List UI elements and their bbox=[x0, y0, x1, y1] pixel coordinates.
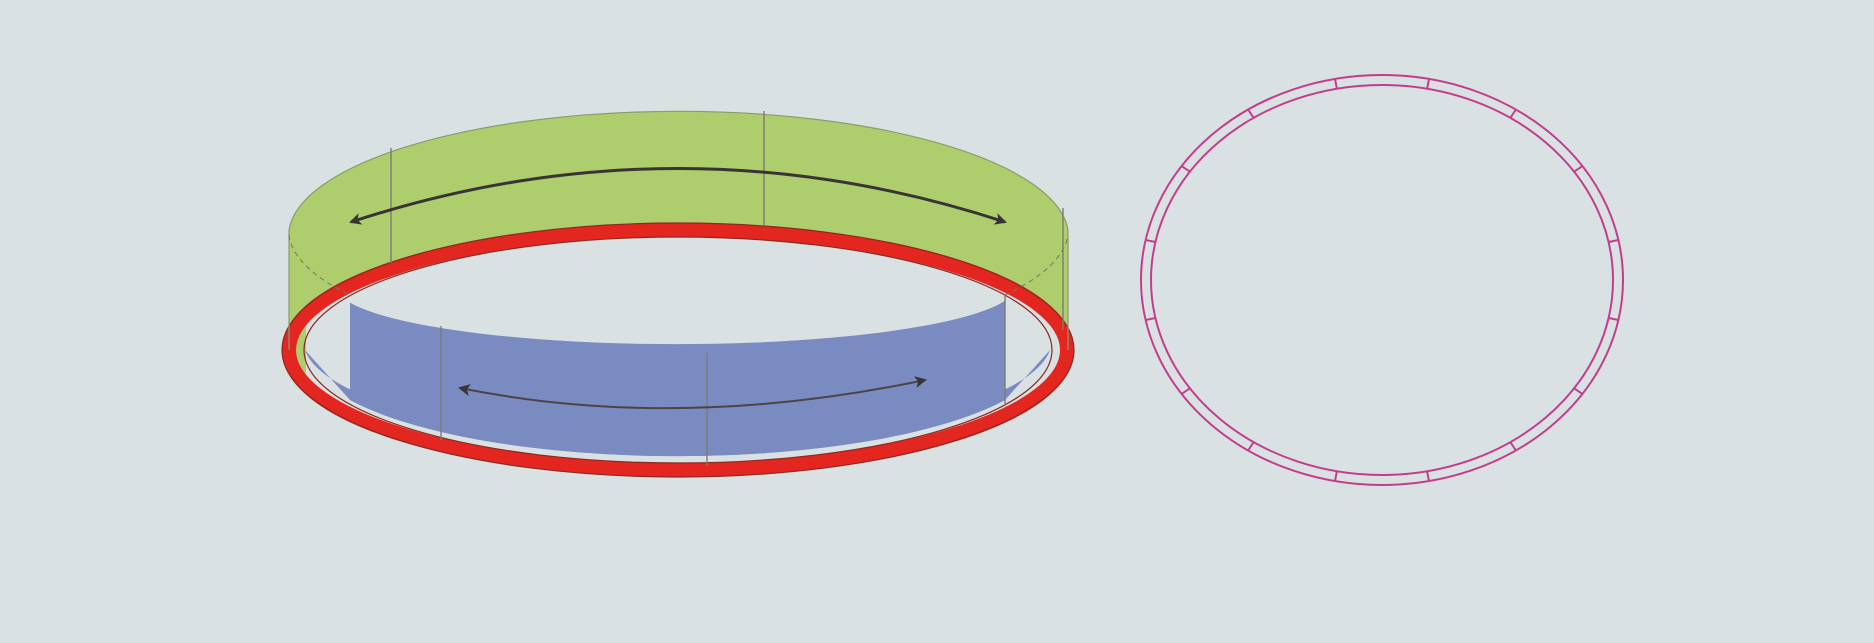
segmented-ring-inner bbox=[1150, 84, 1614, 476]
segment-divider bbox=[1334, 78, 1338, 89]
hollow-interior bbox=[340, 239, 1012, 345]
outer-circulation-arrow bbox=[349, 167, 1007, 225]
inner-circulation-arrow bbox=[458, 376, 927, 410]
segment-divider bbox=[1426, 471, 1430, 482]
segmented-ring-dividers bbox=[1145, 78, 1619, 482]
segment-divider bbox=[1145, 317, 1156, 321]
segment-divider bbox=[1608, 239, 1619, 243]
segment-divider bbox=[1509, 108, 1517, 119]
segment-divider bbox=[1334, 471, 1338, 482]
segment-divider bbox=[1608, 317, 1619, 321]
band-outline bbox=[288, 110, 1069, 350]
band-figure bbox=[281, 110, 1075, 478]
segment-divider bbox=[1145, 239, 1156, 243]
inner-surface-lower bbox=[305, 350, 1050, 457]
segment-divider bbox=[1181, 165, 1191, 173]
segmented-ring bbox=[1140, 74, 1624, 486]
segmented-ring-outer bbox=[1140, 74, 1624, 486]
segment-divider bbox=[1426, 78, 1430, 89]
segment-divider bbox=[1247, 108, 1255, 119]
segment-divider bbox=[1509, 441, 1517, 452]
segment-divider bbox=[1247, 441, 1255, 452]
segment-divider bbox=[1573, 387, 1583, 395]
seam-lines bbox=[390, 111, 1064, 466]
hidden-edge bbox=[288, 234, 1069, 296]
rim-edge-inner-outline bbox=[303, 236, 1053, 464]
segment-divider bbox=[1573, 165, 1583, 173]
segment-divider bbox=[1181, 387, 1191, 395]
